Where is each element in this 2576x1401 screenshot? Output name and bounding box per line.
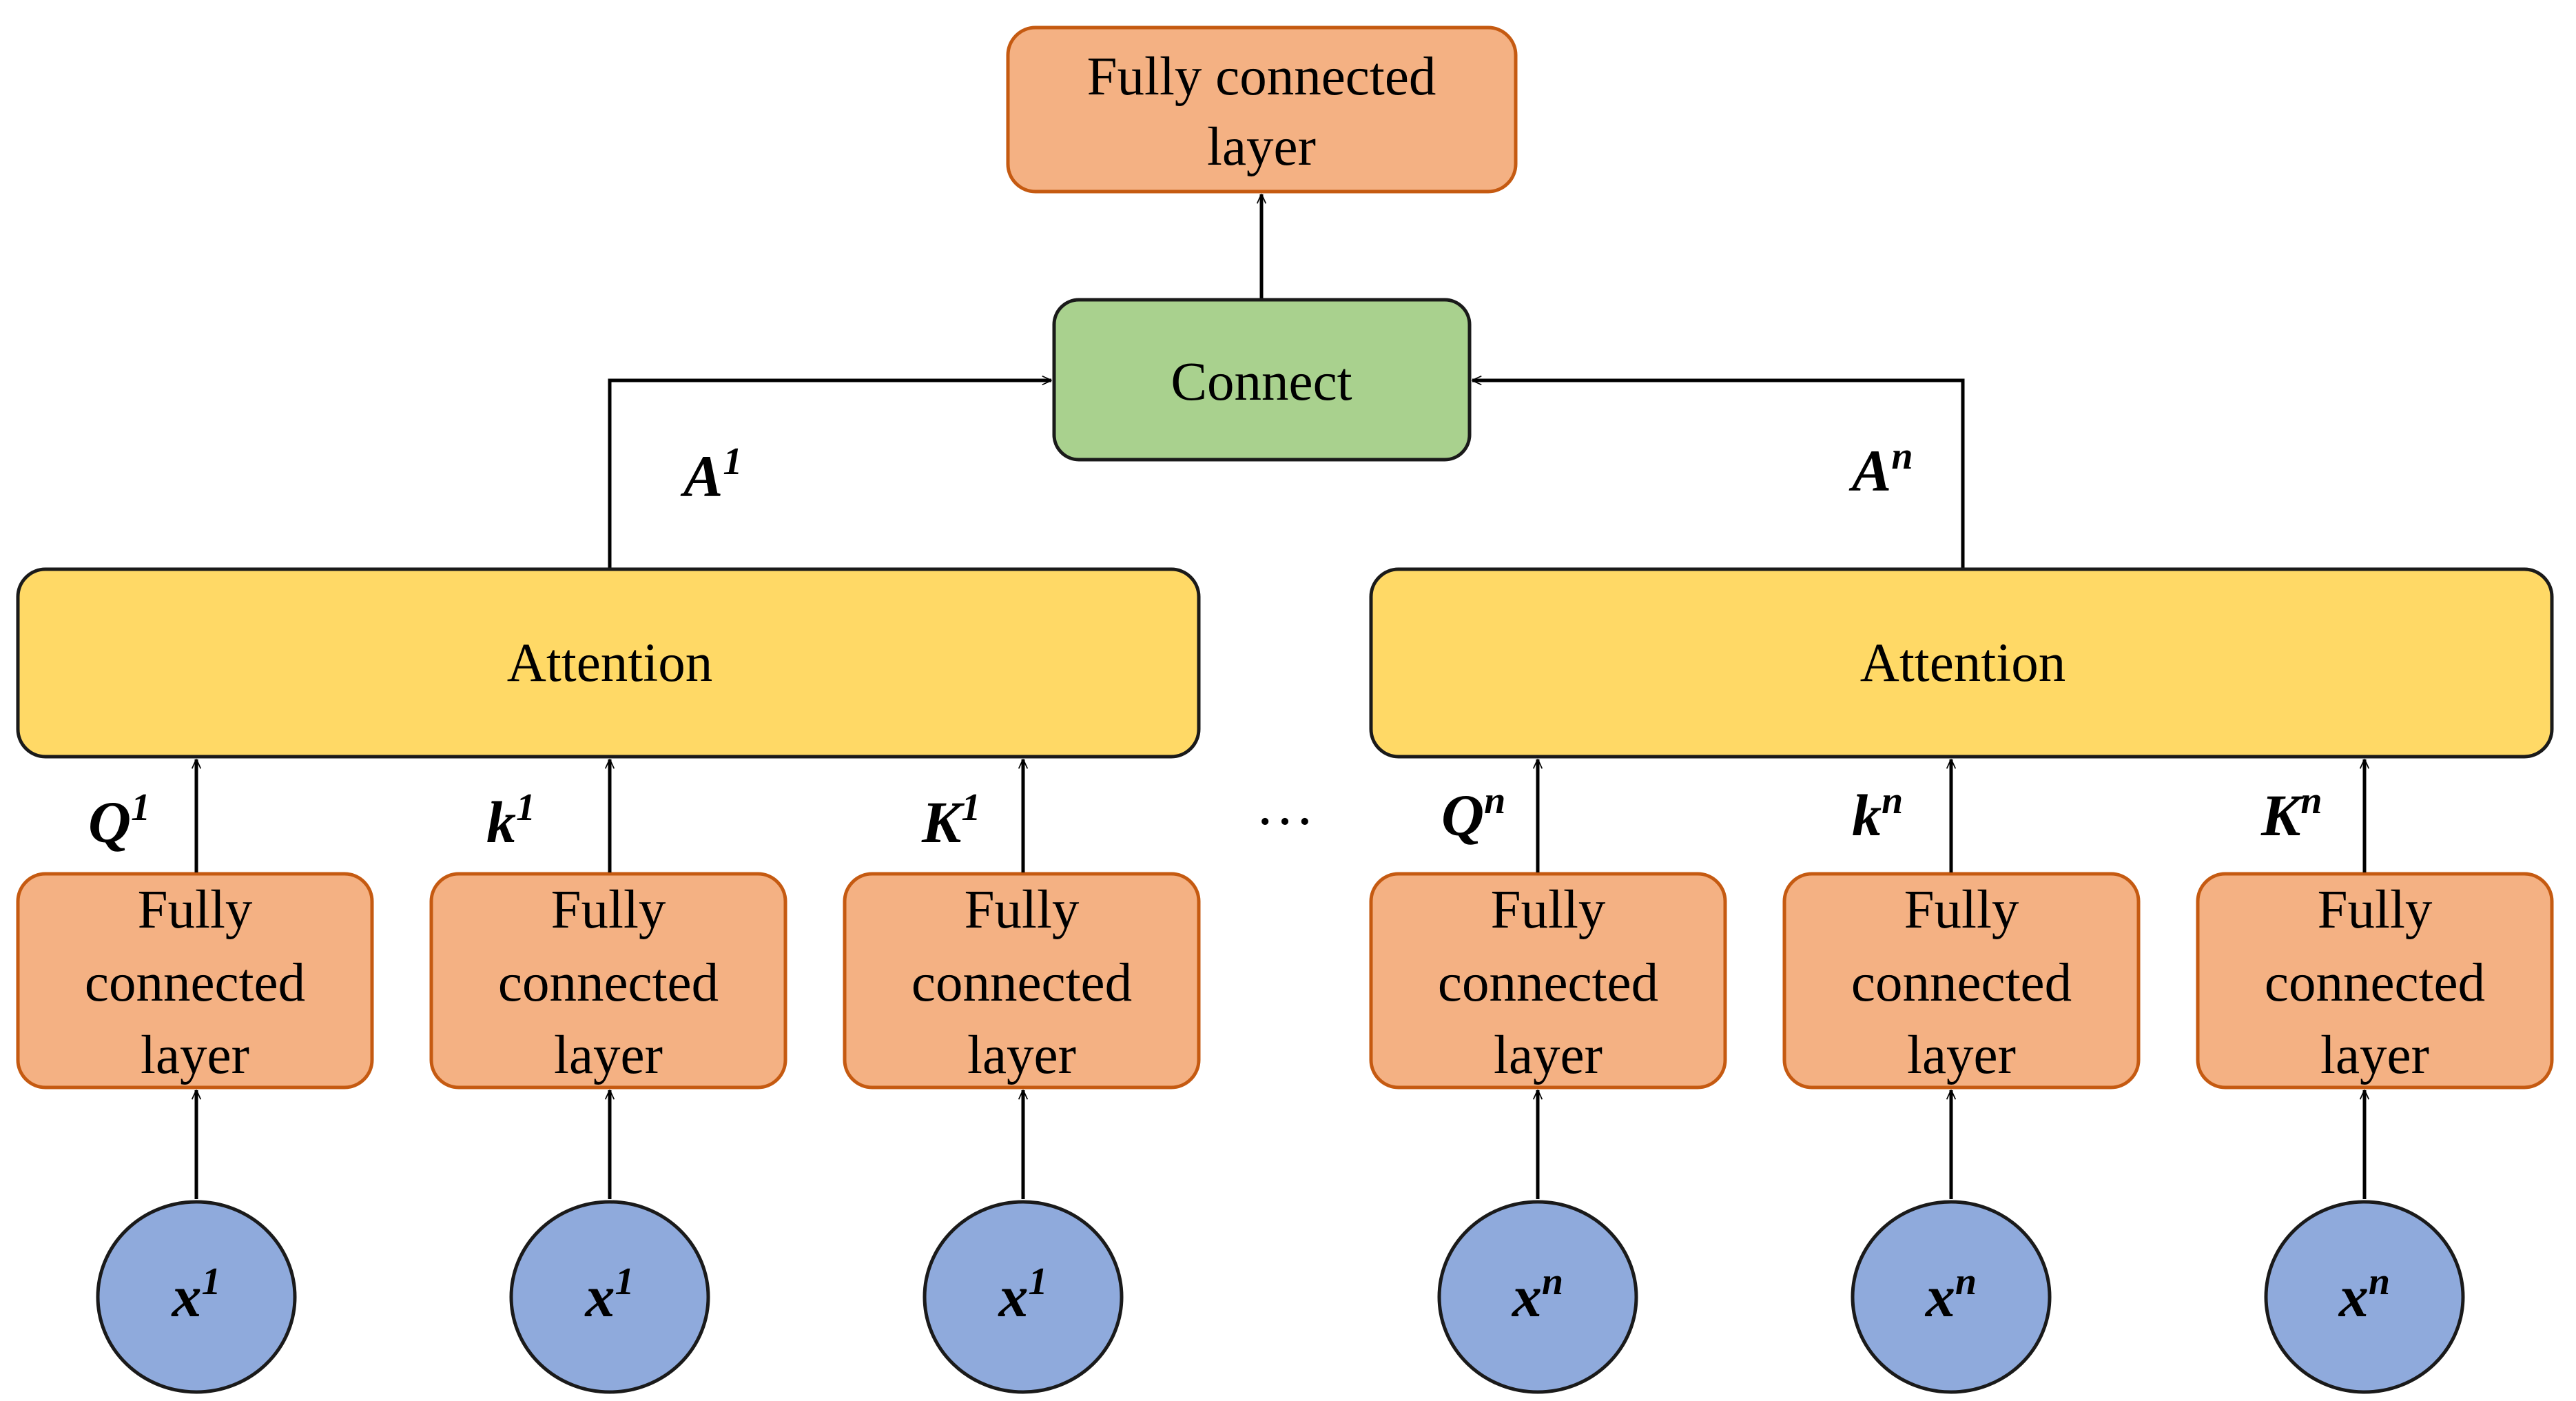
input-node-xn-c: xn (2264, 1200, 2465, 1394)
branch-label-kkn: Kn (2260, 779, 2322, 848)
branch-label-q1: Q1 (88, 786, 150, 855)
fc-box-qn: Fully connected layer (1369, 872, 1727, 1090)
fc-box-line1: Fully (1904, 880, 2019, 940)
fc-box-line2: connected (2265, 953, 2485, 1013)
input-label: x1 (584, 1260, 635, 1329)
branch-label-k1: k1 (486, 786, 535, 855)
fc-box-line1: Fully (2318, 880, 2433, 940)
branch-label-qn: Qn (1441, 779, 1505, 848)
fc-box-k1-lower: Fully connected layer (429, 872, 787, 1090)
attention-label-1: Attention (507, 633, 712, 693)
fc-box-line1: Fully (965, 880, 1080, 940)
ellipsis: … (1255, 771, 1315, 837)
input-label: x1 (998, 1260, 1048, 1329)
fc-box-line3: layer (1907, 1025, 2016, 1085)
fc-box-kn-upper: Fully connected layer (2196, 872, 2554, 1090)
fc-box-line2: connected (1851, 953, 2072, 1013)
fc-box-line2: connected (911, 953, 1132, 1013)
branch-label-kk1: K1 (921, 786, 980, 855)
fc-box-line3: layer (967, 1025, 1076, 1085)
branch-label-kn: kn (1852, 779, 1903, 848)
input-node-xn-a: xn (1437, 1200, 1638, 1394)
fc-box-q1: Fully connected layer (16, 872, 374, 1090)
top-fc-line1: Fully connected (1087, 47, 1436, 107)
output-label-a1: A1 (680, 440, 742, 509)
fc-box-line1: Fully (1491, 880, 1606, 940)
top-fully-connected-layer: Fully connected layer (1006, 25, 1518, 194)
input-node-x1-b: x1 (509, 1200, 710, 1394)
attention-label-n: Attention (1860, 633, 2065, 693)
fc-box-line2: connected (498, 953, 719, 1013)
input-node-x1-a: x1 (96, 1200, 297, 1394)
attention-box-n: Attention (1369, 567, 2554, 759)
fc-box-line3: layer (1494, 1025, 1603, 1085)
fc-box-line2: connected (85, 953, 305, 1013)
arrow-attentionn-to-connect (1472, 380, 1965, 568)
fc-box-line2: connected (1438, 953, 1658, 1013)
fc-box-k1-upper: Fully connected layer (843, 872, 1201, 1090)
fc-box-line3: layer (141, 1025, 249, 1085)
input-label: xn (2338, 1260, 2390, 1329)
output-label-an: An (1848, 435, 1913, 504)
fc-box-line1: Fully (551, 880, 666, 940)
input-label: xn (1511, 1260, 1563, 1329)
input-label: xn (1924, 1260, 1977, 1329)
fc-box-kn-lower: Fully connected layer (1782, 872, 2141, 1090)
attention-box-1: Attention (16, 567, 1201, 759)
fc-box-line1: Fully (138, 880, 253, 940)
connect-label: Connect (1171, 352, 1352, 412)
connect-box: Connect (1052, 298, 1472, 462)
arrow-attention1-to-connect (608, 380, 1051, 568)
top-fc-line2: layer (1207, 117, 1316, 177)
input-label: x1 (171, 1260, 221, 1329)
input-node-x1-c: x1 (923, 1200, 1124, 1394)
fc-box-line3: layer (2320, 1025, 2429, 1085)
input-node-xn-b: xn (1851, 1200, 2052, 1394)
fc-box-line3: layer (554, 1025, 663, 1085)
